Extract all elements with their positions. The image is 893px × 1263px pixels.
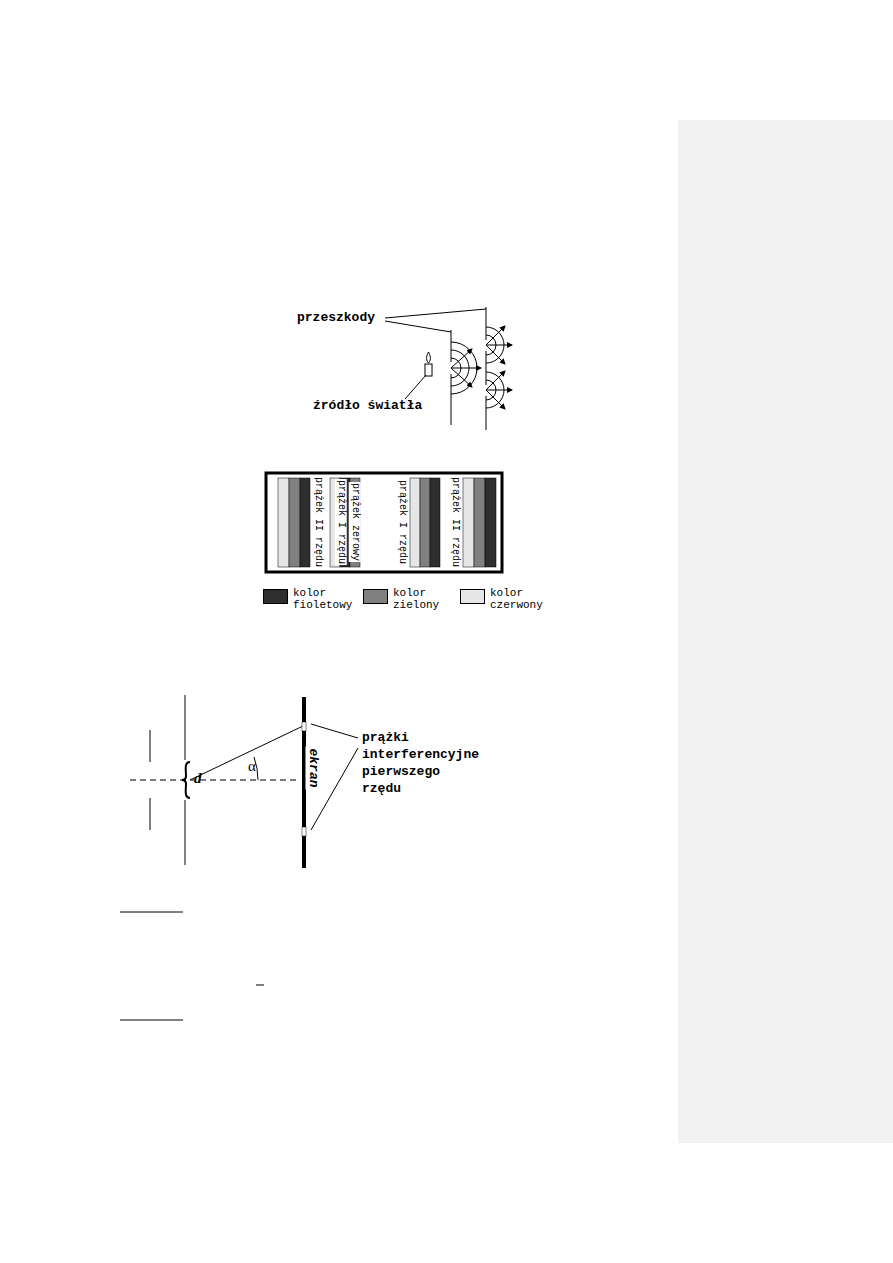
legend-swatch bbox=[460, 589, 485, 604]
fringe-label: prążek I rzędu bbox=[335, 479, 347, 565]
part-label: źródło światła bbox=[313, 399, 422, 414]
sidebar-panel bbox=[678, 120, 893, 1143]
legend-text: kolor czerwony bbox=[490, 587, 543, 611]
legend-swatch bbox=[263, 589, 288, 604]
legend-text: kolor fioletowy bbox=[293, 587, 352, 611]
double-slit-figure bbox=[130, 695, 358, 868]
answer-lines bbox=[120, 912, 264, 1020]
legend-text: kolor zielony bbox=[393, 587, 439, 611]
fringe-label: prążek II rzędu bbox=[312, 476, 324, 568]
part-label: przeszkody bbox=[297, 311, 375, 326]
screen-label: ekran bbox=[306, 746, 321, 789]
fringe-label: prążek I rzędu bbox=[396, 479, 408, 565]
fringe-label: prążek II rzędu bbox=[449, 476, 461, 568]
legend-swatch bbox=[363, 589, 388, 604]
angle-label: α bbox=[248, 758, 256, 775]
fringe-pattern bbox=[266, 473, 502, 572]
dimension-label: d bbox=[194, 770, 202, 787]
fringe-label: prążek zerowy bbox=[349, 482, 361, 562]
callout-label: prążki interferencyjne pierwszego rzędu bbox=[362, 729, 479, 797]
